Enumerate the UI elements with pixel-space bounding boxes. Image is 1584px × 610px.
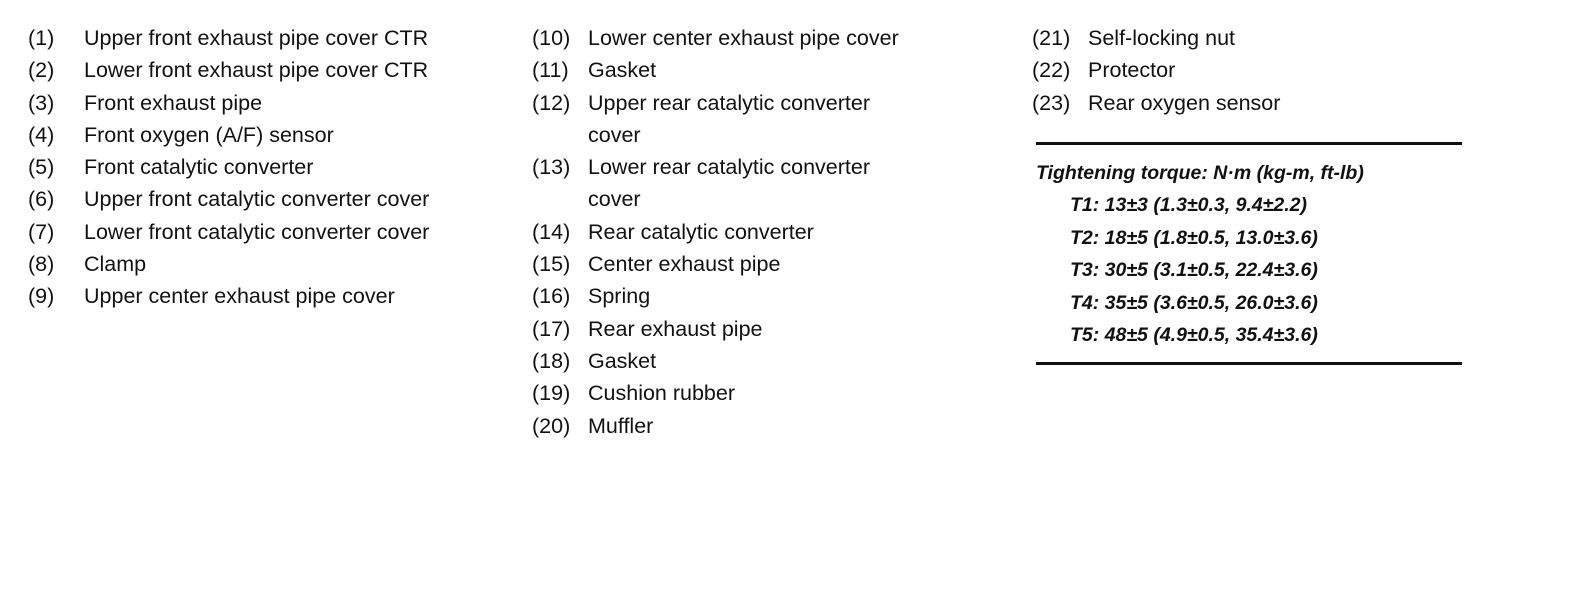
item-label: Front oxygen (A/F) sensor [84,122,334,147]
item-label: Upper front catalytic converter cover [84,187,430,212]
item-number: (15) [532,252,571,277]
legend-item: (18) Gasket [532,345,1002,377]
item-number: (19) [532,381,571,406]
item-label: Upper front exhaust pipe cover CTR [84,26,429,50]
item-label: Self-locking nut [1088,26,1235,50]
item-number: (17) [532,316,571,341]
item-label: Front catalytic converter [84,155,314,180]
item-label: Gasket [588,58,657,83]
legend-item: (22) Protector [1032,54,1472,86]
legend-item: (9) Upper center exhaust pipe cover [28,280,508,312]
torque-row-t3: T3: 30±5 (3.1±0.5, 22.4±3.6) [1070,259,1318,282]
item-number: (18) [532,348,571,373]
item-number: (13) [532,155,571,180]
item-label: Lower front catalytic converter cover [84,219,430,244]
item-number: (9) [28,284,55,309]
item-label: Clamp [84,252,147,277]
item-number: (5) [28,155,55,180]
item-number: (21) [1032,26,1071,50]
torque-row-t1: T1: 13±3 (1.3±0.3, 9.4±2.2) [1070,194,1307,216]
item-number: (20) [532,413,571,438]
legend-item: (8) Clamp [28,248,508,280]
item-number: (16) [532,284,571,309]
legend-item: (20) Muffler [532,410,1002,442]
legend-item: (17) Rear exhaust pipe [532,313,1002,345]
item-label: Lower front exhaust pipe cover CTR [84,58,429,83]
legend-item: (5) Front catalytic converter [28,151,508,183]
legend-item: (1) Upper front exhaust pipe cover CTR [28,22,508,54]
item-number: (14) [532,219,571,244]
item-label: Upper rear catalytic converter cover [588,90,870,147]
legend-item: (14) Rear catalytic converter [532,216,1002,248]
legend-column-2: (10) Lower center exhaust pipe cover (11)… [532,22,1002,442]
item-label: Rear catalytic converter [588,219,814,244]
item-number: (1) [28,26,55,50]
item-number: (3) [28,90,55,115]
legend-item: (19) Cushion rubber [532,377,1002,409]
item-label: Rear exhaust pipe [588,316,763,341]
legend-item: (7) Lower front catalytic converter cover [28,216,508,248]
item-number: (22) [1032,58,1071,83]
legend-column-3: (21) Self-locking nut (22) Protector (23) R… [1032,22,1472,119]
tightening-torque-table: Tightening torque: N·m (kg-m, ft-lb) T1:… [1036,142,1462,365]
legend-item: (12) Upper rear catalytic converter cover [532,87,1002,152]
item-number: (6) [28,187,55,212]
legend-item: (21) Self-locking nut [1032,22,1472,54]
legend-item: (4) Front oxygen (A/F) sensor [28,119,508,151]
legend-item: (16) Spring [532,280,1002,312]
item-label: Upper center exhaust pipe cover [84,284,395,309]
item-label: Protector [1088,58,1176,83]
torque-row-t2: T2: 18±5 (1.8±0.5, 13.0±3.6) [1070,226,1318,249]
item-number: (10) [532,26,571,50]
item-number: (7) [28,219,55,244]
legend-item: (23) Rear oxygen sensor [1032,87,1472,119]
legend-item: (10) Lower center exhaust pipe cover [532,22,1002,54]
torque-title: Tightening torque: N·m (kg-m, ft-lb) [1036,162,1364,184]
item-label: Gasket [588,348,657,373]
legend-item: (13) Lower rear catalytic converter cover [532,151,1002,216]
torque-row-t5: T5: 48±5 (4.9±0.5, 35.4±3.6) [1070,324,1318,347]
item-number: (2) [28,58,55,83]
item-label: Lower rear catalytic converter cover [588,155,870,212]
item-number: (11) [532,58,569,83]
item-label: Rear oxygen sensor [1088,90,1281,115]
item-number: (4) [28,122,55,147]
legend-column-1: (1) Upper front exhaust pipe cover CTR (2… [28,22,508,313]
item-number: (12) [532,90,571,115]
legend-item: (11) Gasket [532,54,1002,86]
item-label: Front exhaust pipe [84,90,263,115]
legend-item: (15) Center exhaust pipe [532,248,1002,280]
item-label: Spring [588,284,651,309]
item-label: Lower center exhaust pipe cover [588,26,899,50]
legend-item: (3) Front exhaust pipe [28,87,508,119]
item-number: (8) [28,252,55,277]
item-label: Center exhaust pipe [588,252,781,277]
legend-item: (6) Upper front catalytic converter cover [28,183,508,215]
item-number: (23) [1032,90,1071,115]
item-label: Muffler [588,413,654,438]
legend-item: (2) Lower front exhaust pipe cover CTR [28,54,508,86]
torque-row-t4: T4: 35±5 (3.6±0.5, 26.0±3.6) [1070,291,1318,314]
item-label: Cushion rubber [588,381,736,406]
